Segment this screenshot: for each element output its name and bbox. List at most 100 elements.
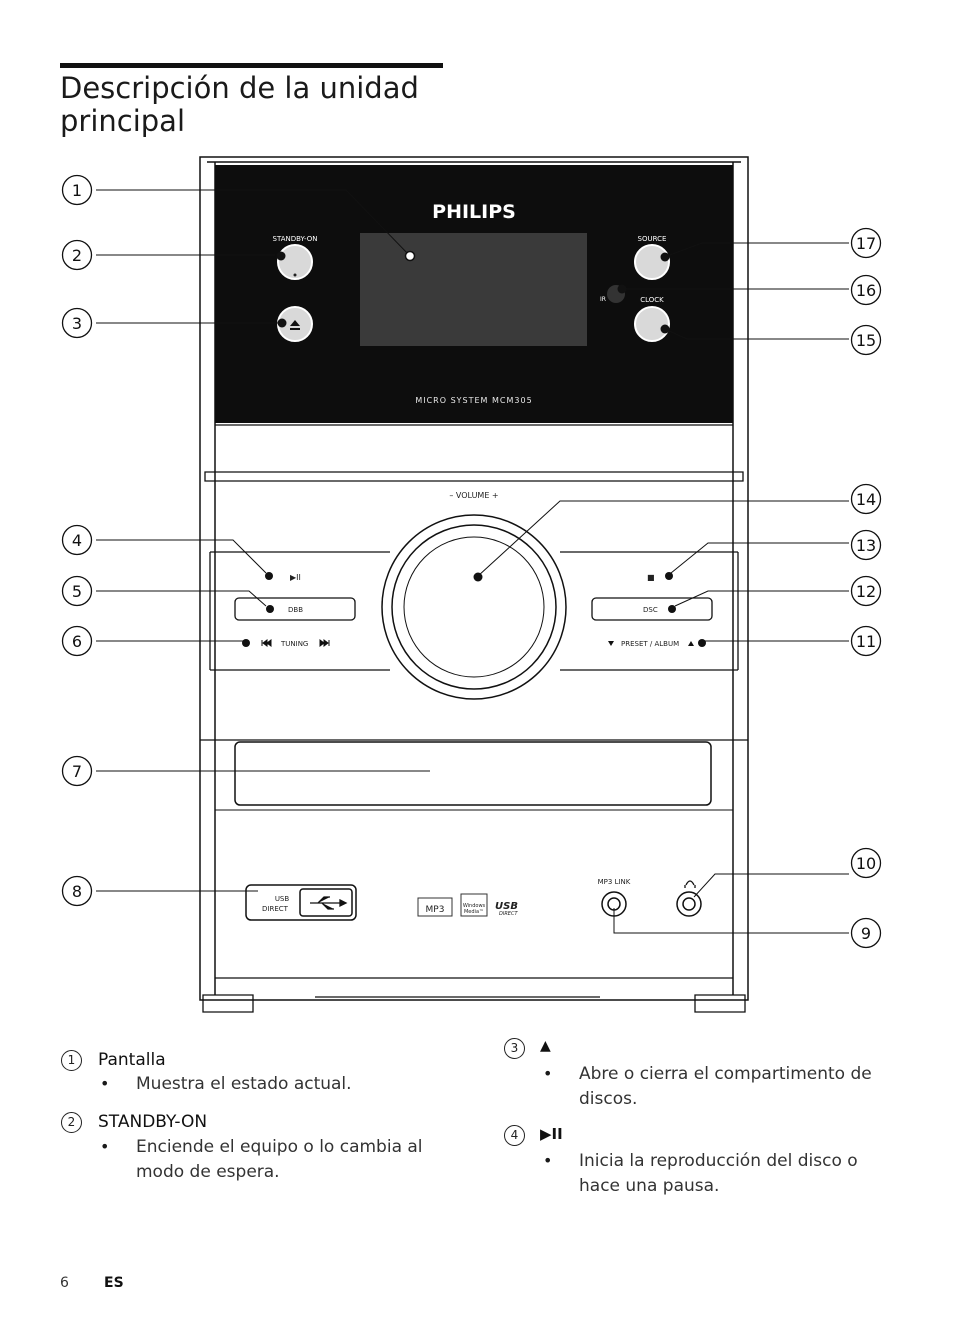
desc-number-2: 2 bbox=[61, 1112, 82, 1133]
desc-text-1: Muestra el estado actual. bbox=[136, 1074, 352, 1094]
disc-tray[interactable] bbox=[234, 741, 712, 806]
callout-circle-10 bbox=[850, 847, 882, 879]
desc-text-3b: discos. bbox=[579, 1089, 638, 1109]
standby-indicator-icon bbox=[293, 273, 297, 277]
callout-16: 16 bbox=[856, 281, 876, 300]
headphone-jack-inner bbox=[682, 897, 696, 911]
desc-number-1: 1 bbox=[61, 1050, 82, 1071]
clock-pointer-dot bbox=[660, 324, 670, 334]
callout-numbers: 1 2 3 4 5 6 7 8 9 10 11 12 13 14 15 16 1… bbox=[61, 174, 882, 949]
preset-label: PRESET / ALBUM bbox=[621, 640, 679, 648]
eject-pointer-dot bbox=[277, 318, 287, 328]
stop-dot bbox=[665, 572, 673, 580]
clock-label: CLOCK bbox=[640, 296, 664, 304]
desc-bullet-4: • bbox=[543, 1151, 553, 1170]
dsc-label: DSC bbox=[643, 606, 658, 614]
callout-circle-15 bbox=[850, 324, 882, 356]
callout-4: 4 bbox=[72, 531, 82, 550]
callout-circle-3 bbox=[61, 307, 93, 339]
device-diagram: PHILIPS MICRO SYSTEM MCM305 STANDBY-ON S… bbox=[61, 156, 882, 1013]
callout-3: 3 bbox=[72, 314, 82, 333]
desc-text-3a: Abre o cierra el compartimento de bbox=[579, 1064, 872, 1084]
callout-circle-13 bbox=[850, 529, 882, 561]
desc-text-2a: Enciende el equipo o lo cambia al bbox=[136, 1137, 423, 1157]
callout-1: 1 bbox=[72, 181, 82, 200]
desc-text-4a: Inicia la reproducción del disco o bbox=[579, 1151, 858, 1171]
middle-panel bbox=[200, 424, 748, 741]
tuning-dot bbox=[242, 639, 250, 647]
callout-circle-6 bbox=[61, 625, 93, 657]
title-line-2: principal bbox=[60, 104, 186, 138]
eject-icon bbox=[290, 320, 300, 330]
callout-5: 5 bbox=[72, 582, 82, 601]
callout-8: 8 bbox=[72, 882, 82, 901]
brand-logo: PHILIPS bbox=[432, 201, 516, 223]
callout-7: 7 bbox=[72, 762, 82, 781]
callout-circle-4 bbox=[61, 524, 93, 556]
volume-pointer-dot bbox=[473, 572, 483, 582]
leader-lines bbox=[96, 189, 849, 934]
model-label: MICRO SYSTEM MCM305 bbox=[415, 396, 532, 405]
preset-dot bbox=[698, 639, 706, 647]
source-button[interactable] bbox=[634, 244, 670, 280]
tuning-label: TUNING bbox=[280, 640, 308, 648]
desc-text-2b: modo de espera. bbox=[136, 1162, 280, 1182]
source-pointer-dot bbox=[660, 252, 670, 262]
callout-17: 17 bbox=[856, 234, 876, 253]
language-code: ES bbox=[104, 1275, 124, 1291]
mp3-link-label: MP3 LINK bbox=[598, 878, 631, 886]
usb-label-line1: USB bbox=[275, 895, 290, 903]
callout-circle-1 bbox=[61, 174, 93, 206]
tuning-prev-icon bbox=[261, 639, 272, 647]
desc-number-3: 3 bbox=[504, 1038, 525, 1059]
dbb-label: DBB bbox=[288, 606, 303, 614]
callout-circle-9 bbox=[850, 917, 882, 949]
usb-logo: USB bbox=[495, 901, 518, 912]
page-title: Descripción de la unidad principal bbox=[60, 72, 460, 138]
play-pause-dot bbox=[265, 572, 273, 580]
dsc-dot bbox=[668, 605, 676, 613]
desc-title-4: ▶II bbox=[540, 1125, 563, 1143]
headphones-icon bbox=[684, 880, 696, 888]
callout-circle-16 bbox=[850, 274, 882, 306]
usb-label-line2: DIRECT bbox=[262, 905, 289, 913]
callout-circle-2 bbox=[61, 239, 93, 271]
callout-circle-8 bbox=[61, 875, 93, 907]
source-label: SOURCE bbox=[638, 235, 667, 243]
desc-text-4b: hace una pausa. bbox=[579, 1176, 720, 1196]
wma-logo bbox=[460, 893, 488, 917]
preset-up-icon bbox=[688, 641, 694, 646]
dbb-button[interactable] bbox=[234, 597, 356, 621]
mp3-logo-text: MP3 bbox=[426, 905, 445, 915]
callout-circle-14 bbox=[850, 483, 882, 515]
ir-label: IR bbox=[600, 296, 606, 303]
preset-down-icon bbox=[608, 641, 614, 646]
callout-9: 9 bbox=[861, 924, 871, 943]
callout-6: 6 bbox=[72, 632, 82, 651]
page-number: 6 bbox=[60, 1275, 69, 1291]
volume-label: – VOLUME + bbox=[449, 491, 498, 500]
tuning-next-icon bbox=[319, 639, 330, 647]
standby-button[interactable] bbox=[277, 244, 313, 280]
title-line-1: Descripción de la unidad bbox=[60, 71, 419, 105]
usb-logo-direct: DIRECT bbox=[499, 911, 518, 917]
callout-12: 12 bbox=[856, 582, 876, 601]
mp3-logo bbox=[417, 897, 453, 917]
display-screen bbox=[360, 233, 587, 346]
desc-title-3: ▲ bbox=[540, 1038, 551, 1054]
callout-13: 13 bbox=[856, 536, 876, 555]
callout-circle-11 bbox=[850, 625, 882, 657]
play-pause-label: ▶II bbox=[290, 573, 301, 582]
dsc-button[interactable] bbox=[591, 597, 713, 621]
callout-circle-7 bbox=[61, 755, 93, 787]
clock-button[interactable] bbox=[634, 306, 670, 342]
wma-logo-line1: Windows bbox=[463, 903, 486, 909]
heading-rule bbox=[60, 63, 443, 68]
standby-label: STANDBY-ON bbox=[273, 235, 318, 243]
callout-14: 14 bbox=[856, 490, 876, 509]
desc-number-4: 4 bbox=[504, 1125, 525, 1146]
desc-bullet-3: • bbox=[543, 1064, 553, 1083]
display-pointer-dot bbox=[404, 250, 416, 262]
stop-label: ■ bbox=[647, 573, 655, 582]
callout-10: 10 bbox=[856, 854, 876, 873]
